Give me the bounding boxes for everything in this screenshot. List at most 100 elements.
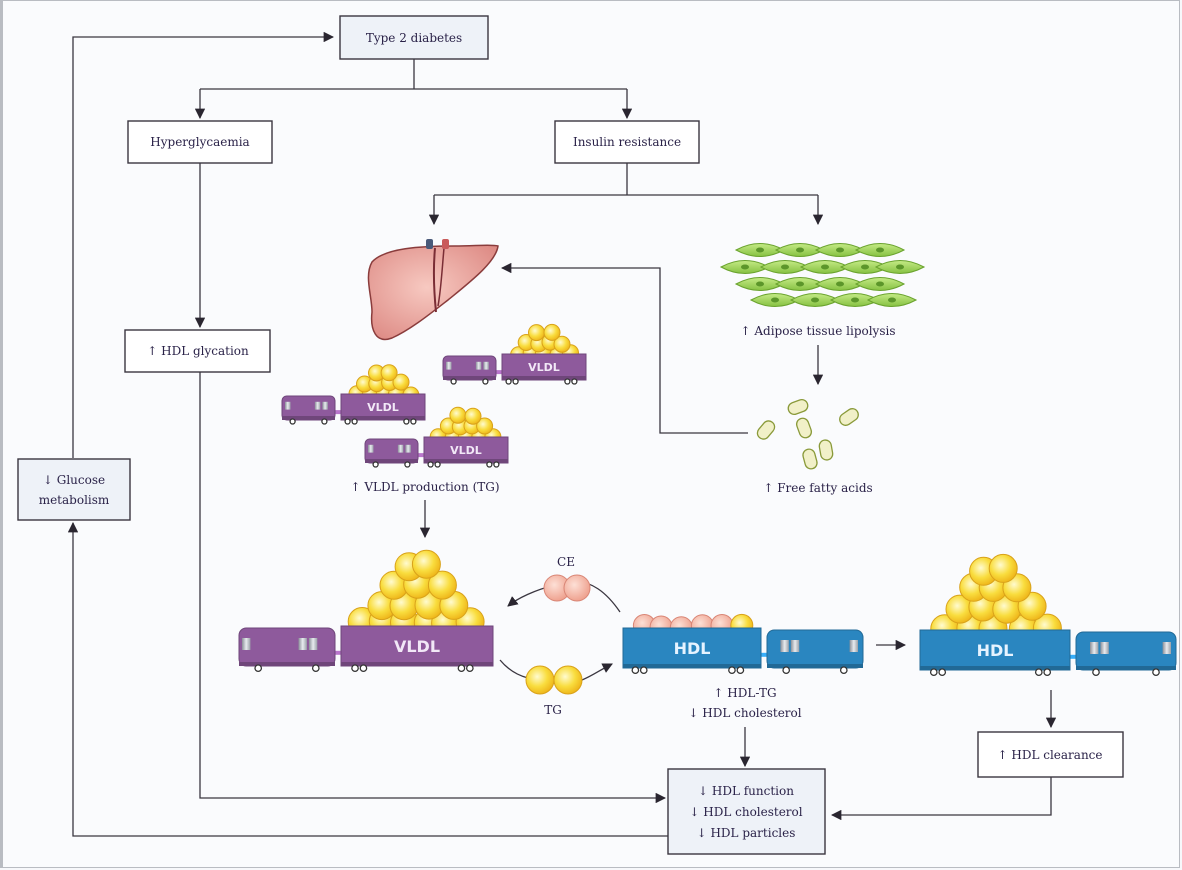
coupler xyxy=(759,652,769,657)
window xyxy=(475,361,482,370)
wheel xyxy=(289,418,296,425)
fatty-acid-particle xyxy=(802,448,818,470)
wheel xyxy=(728,666,736,675)
arrow-glucose-to-t2d xyxy=(72,31,335,458)
cargo-car xyxy=(919,629,1071,671)
adipocyte-nucleus xyxy=(756,247,764,253)
wheel xyxy=(434,461,441,468)
label-vldl-production: ↑ VLDL production (TG) xyxy=(350,480,499,494)
label-hdl-cholesterol-down: ↓ HDL cholesterol xyxy=(688,706,801,720)
node-type2-diabetes: Type 2 diabetes xyxy=(339,15,489,60)
locomotive-base xyxy=(365,459,418,463)
wheel xyxy=(839,666,848,675)
cargo-car xyxy=(340,393,426,421)
label-hdl-tg: ↑ HDL-TG xyxy=(713,686,776,700)
cargo-car-base xyxy=(424,459,508,463)
node-outcome-line1: ↓ HDL function xyxy=(698,784,794,798)
tg-particle xyxy=(476,417,494,435)
ce-tg-exchange xyxy=(499,574,621,695)
adipocyte-nucleus xyxy=(861,264,869,270)
car-label: VLDL xyxy=(450,444,482,457)
adipocyte-nucleus xyxy=(796,281,804,287)
coupler xyxy=(333,650,343,655)
window xyxy=(405,444,411,453)
vldl-train-small-1: VLDL xyxy=(281,364,426,425)
wheel xyxy=(410,418,417,425)
window xyxy=(1100,642,1109,654)
liver-icon xyxy=(367,239,499,341)
locomotive-base xyxy=(1076,666,1176,670)
adipocyte-nucleus xyxy=(821,264,829,270)
coupler xyxy=(1068,654,1078,659)
wheel xyxy=(639,666,648,675)
locomotive xyxy=(238,627,336,667)
car-label: VLDL xyxy=(528,361,560,374)
adipocyte-nucleus xyxy=(888,297,896,303)
wheel xyxy=(321,418,328,425)
wheel xyxy=(736,666,745,675)
coupler xyxy=(333,410,343,415)
tg-particle xyxy=(427,570,457,600)
arrow-outcome-to-glucose xyxy=(67,521,668,837)
cargo-car-base xyxy=(502,376,586,380)
window xyxy=(314,401,321,410)
ce-particle xyxy=(563,574,591,602)
tg-arc xyxy=(499,659,529,679)
wheel xyxy=(450,378,457,385)
wheel xyxy=(344,418,351,425)
tg-particle xyxy=(528,324,545,342)
cargo-car xyxy=(340,625,494,667)
cargo-car-base xyxy=(920,666,1070,670)
fatty-acid-particle xyxy=(756,420,776,440)
wheel xyxy=(512,378,519,385)
node-hdl-glycation: ↑ HDL glycation xyxy=(124,329,271,373)
window xyxy=(368,444,374,453)
window xyxy=(308,638,318,650)
wheel xyxy=(1092,668,1100,677)
arrow-clearance-to-outcome xyxy=(830,777,1052,821)
adipocyte-nucleus xyxy=(756,281,764,287)
node-hyperglycaemia-label: Hyperglycaemia xyxy=(150,135,249,149)
node-hdl-clearance-label: ↑ HDL clearance xyxy=(998,748,1103,762)
window xyxy=(790,640,800,652)
wheel xyxy=(564,378,571,385)
vldl-train-small-3: VLDL xyxy=(364,406,509,468)
adipocyte-nucleus xyxy=(851,297,859,303)
wheel xyxy=(351,664,359,673)
tg-particle xyxy=(411,549,441,579)
label-tg: TG xyxy=(544,703,562,717)
window xyxy=(483,361,489,370)
locomotive-base xyxy=(282,416,335,420)
car-label: HDL xyxy=(977,641,1014,660)
wheel xyxy=(1152,668,1160,677)
window xyxy=(446,361,452,370)
tg-particle xyxy=(553,335,571,353)
node-outcome-line2: ↓ HDL cholesterol xyxy=(689,805,802,819)
fatty-acid-particle xyxy=(795,417,813,439)
wheel xyxy=(254,664,263,673)
node-hyperglycaemia: Hyperglycaemia xyxy=(127,120,273,164)
vldl-train-large: VLDL xyxy=(238,549,494,673)
node-hdl-outcome: ↓ HDL function ↓ HDL cholesterol ↓ HDL p… xyxy=(667,768,826,855)
adipose-tissue-icon xyxy=(719,243,926,307)
wheel xyxy=(1043,668,1052,677)
wheel xyxy=(505,378,512,385)
adipocyte-nucleus xyxy=(781,264,789,270)
wheel xyxy=(351,418,358,425)
node-insulin-resistance: Insulin resistance xyxy=(554,120,700,164)
fatty-acid-particle xyxy=(787,398,809,416)
adipocyte-nucleus xyxy=(836,247,844,253)
coupler xyxy=(416,453,426,458)
node-outcome-line3: ↓ HDL particles xyxy=(697,826,796,840)
fatty-acid-particle xyxy=(818,439,834,461)
wheel xyxy=(359,664,368,673)
locomotive-base xyxy=(239,662,335,666)
wheel xyxy=(457,664,466,673)
window xyxy=(1162,642,1171,654)
adipocyte-nucleus xyxy=(836,281,844,287)
adipocyte-nucleus xyxy=(796,247,804,253)
fatty-acid-icon xyxy=(756,398,859,470)
wheel xyxy=(372,461,379,468)
tg-particle xyxy=(543,323,561,341)
